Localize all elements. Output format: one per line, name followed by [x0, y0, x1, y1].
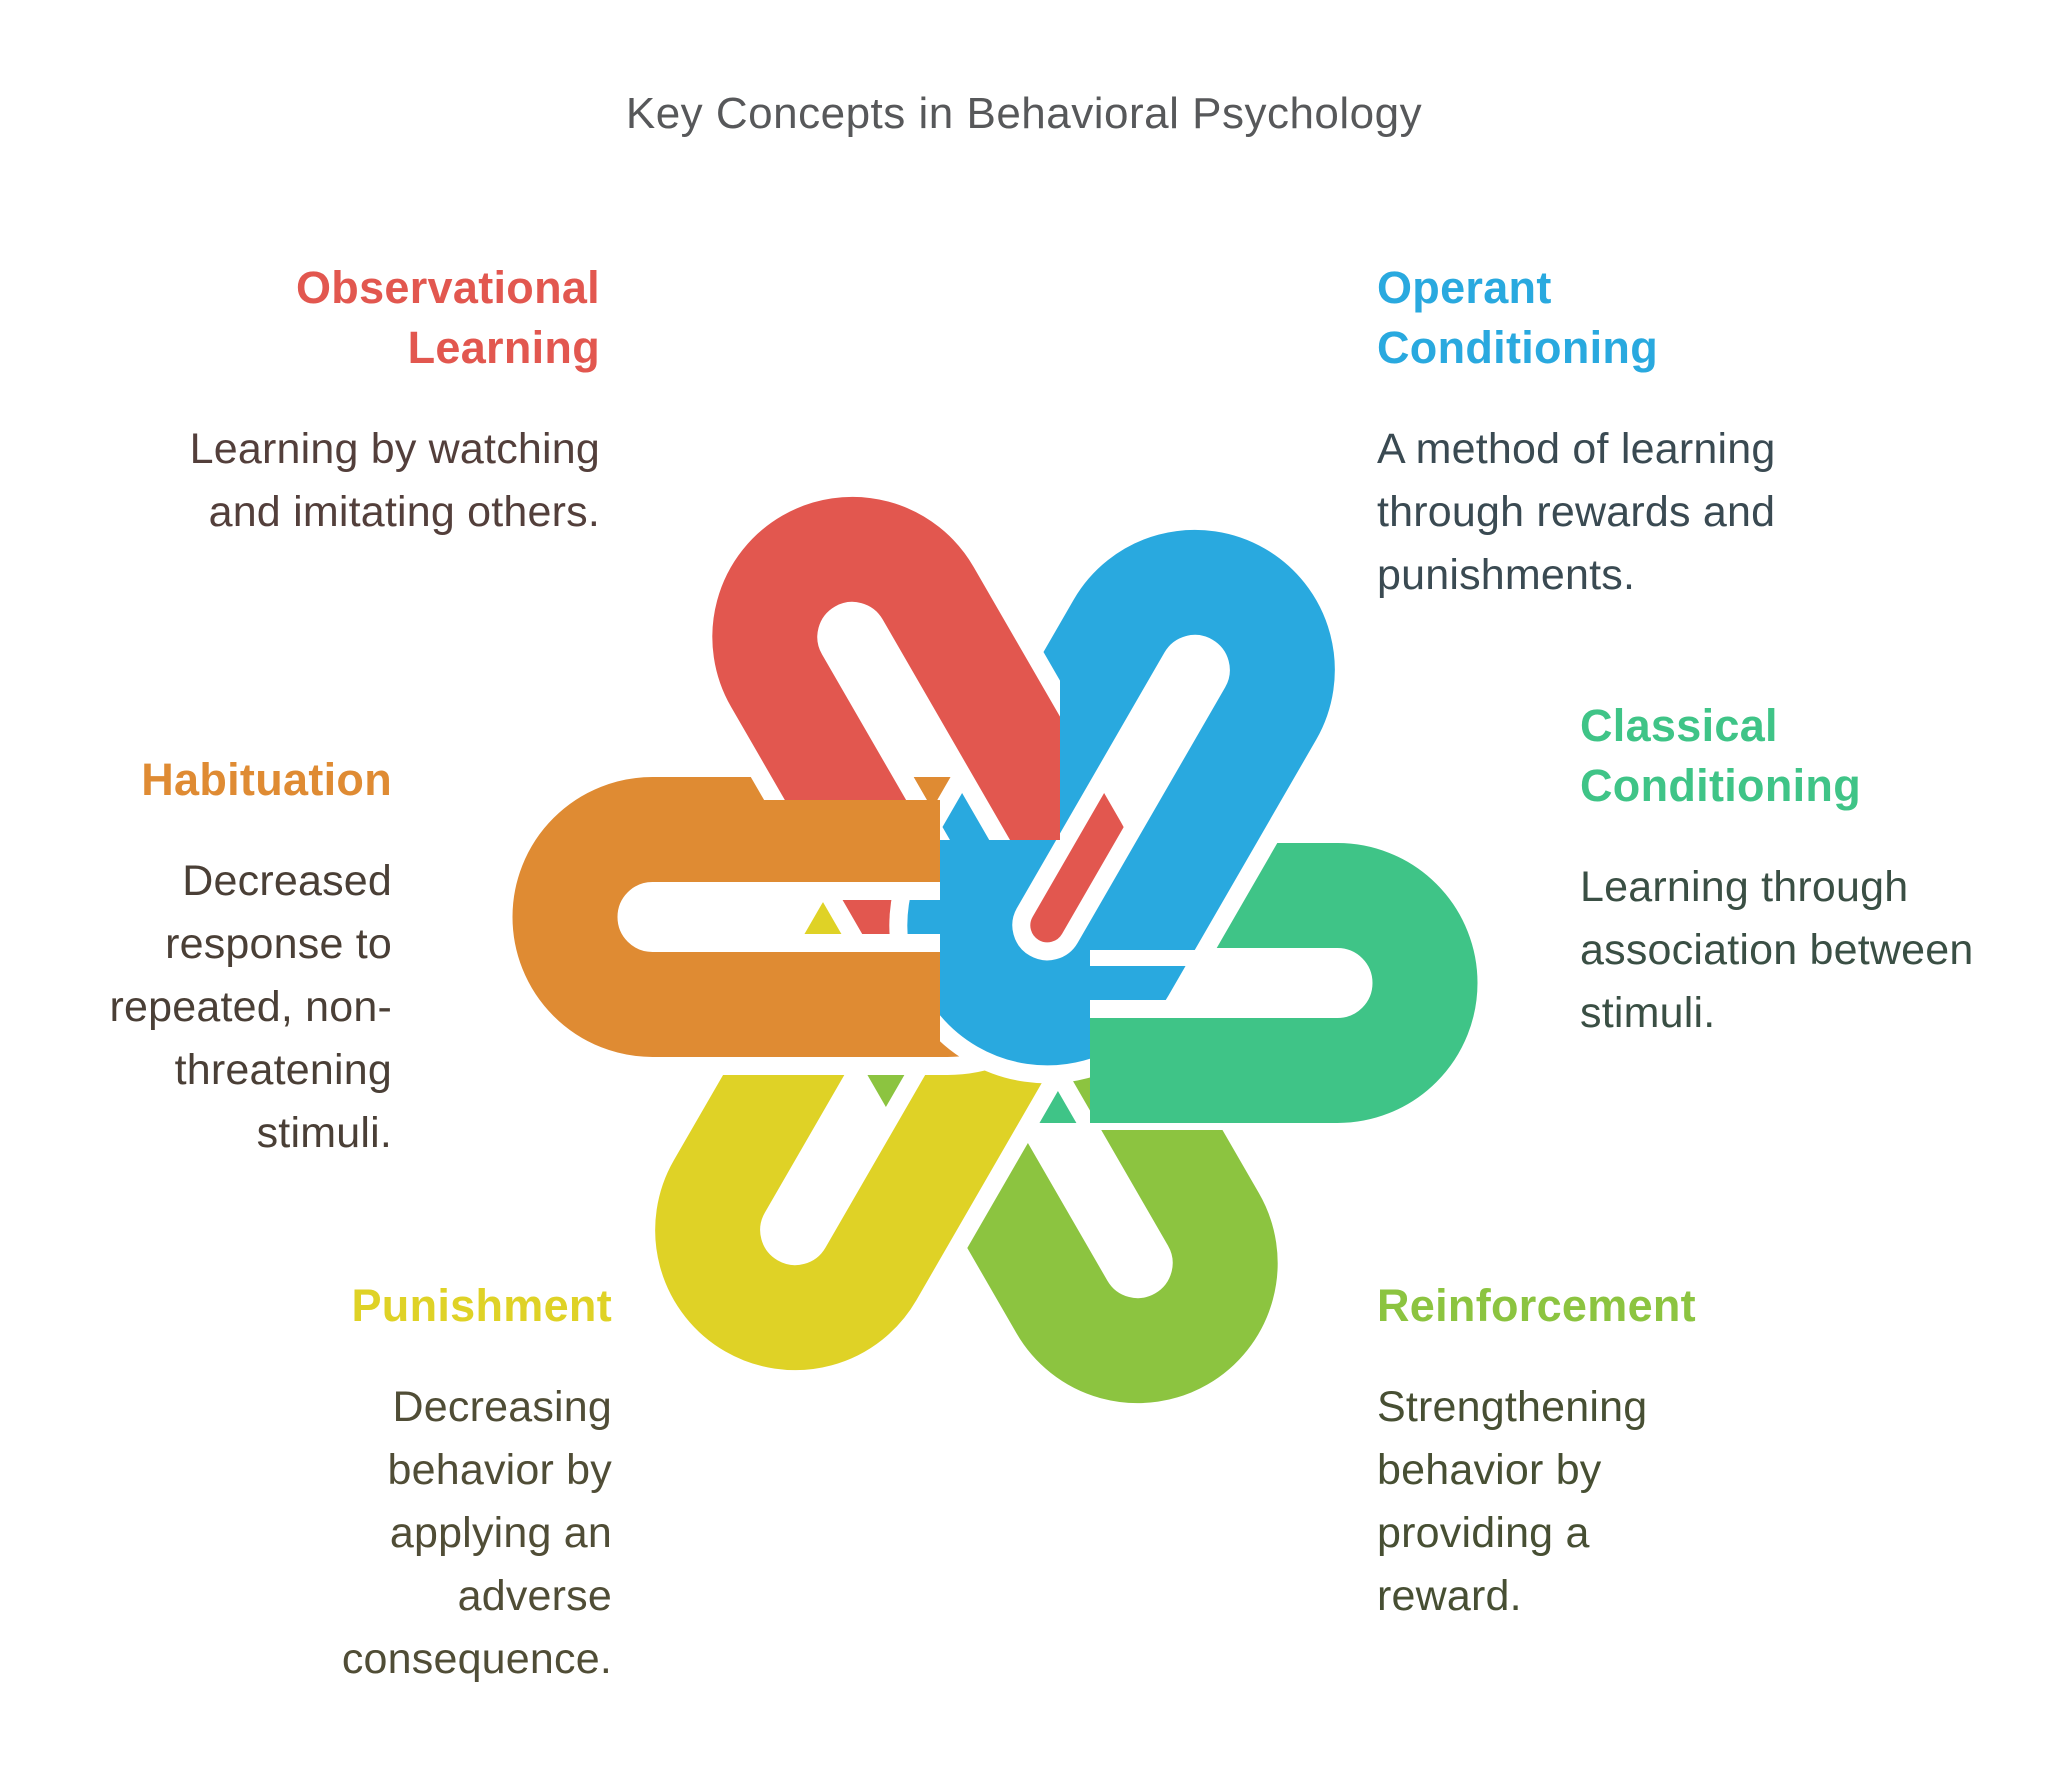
concept-heading: Punishment	[351, 1280, 612, 1331]
loop-orange-patch	[700, 800, 940, 1057]
concept-classical-conditioning: Classical Conditioning Learning through …	[1580, 696, 1980, 1045]
concept-heading: Operant Conditioning	[1377, 262, 1659, 373]
loop-green-patch	[1090, 1017, 1330, 1123]
concept-reinforcement: Reinforcement Strengthening behavior by …	[1377, 1276, 1739, 1628]
concept-description: Decreased response to repeated, non-thre…	[109, 857, 392, 1157]
concept-description: Learning by watching and imitating other…	[189, 425, 600, 536]
concept-operant-conditioning: Operant Conditioning A method of learnin…	[1377, 258, 1777, 607]
concept-description: A method of learning through rewards and…	[1377, 425, 1776, 599]
concept-heading: Classical Conditioning	[1580, 700, 1862, 811]
concept-punishment: Punishment Decreasing behavior by applyi…	[300, 1276, 612, 1691]
concept-heading: Observational Learning	[295, 262, 600, 373]
concept-description: Learning through association between sti…	[1580, 863, 1974, 1037]
concept-heading: Reinforcement	[1377, 1280, 1696, 1331]
concept-description: Decreasing behavior by applying an adver…	[341, 1383, 612, 1683]
weave-patch-orange	[700, 800, 940, 1060]
page-title: Key Concepts in Behavioral Psychology	[625, 89, 1423, 138]
weave-patch-green	[1090, 950, 1330, 1130]
concept-heading: Habituation	[141, 754, 392, 805]
concept-habituation: Habituation Decreased response to repeat…	[60, 750, 392, 1165]
concept-observational-learning: Observational Learning Learning by watch…	[178, 258, 600, 544]
concept-description: Strengthening behavior by providing a re…	[1377, 1383, 1648, 1620]
